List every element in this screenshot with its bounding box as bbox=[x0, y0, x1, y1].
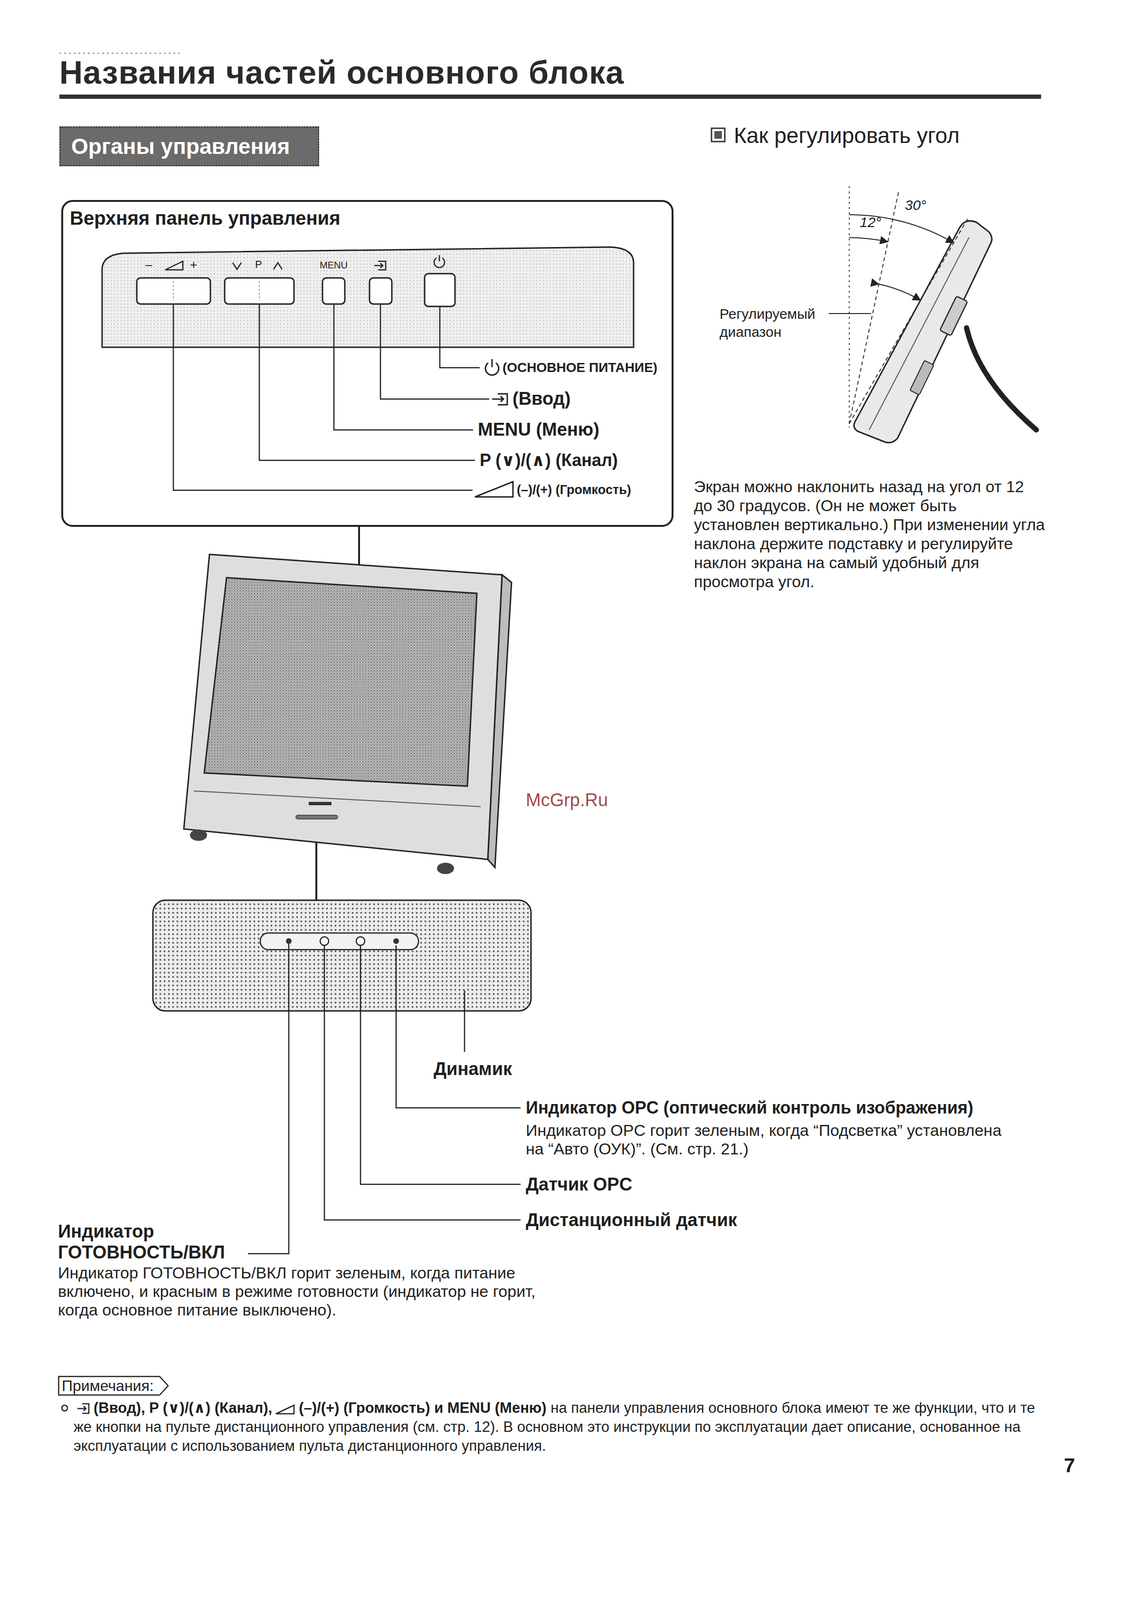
indicator-strip bbox=[260, 932, 419, 950]
up-chevron bbox=[273, 262, 283, 270]
body-text: Экран можно наклонить назад на угол от 1… bbox=[693, 476, 1046, 591]
part-name: (–)/(+) (Громкость) bbox=[516, 482, 632, 498]
button-divider bbox=[172, 281, 174, 301]
angle-arc bbox=[849, 237, 888, 242]
part-name: (Ввод) bbox=[512, 388, 571, 410]
angle-line bbox=[849, 218, 968, 424]
monitor-profile bbox=[853, 220, 992, 443]
part-name: Индикатор ГОТОВНОСТЬ/ВКЛ bbox=[57, 1220, 258, 1263]
control-panel bbox=[102, 246, 634, 348]
note-paragraph: (Ввод), P (∨)/(∧) (Канал), (–)/(+) (Громк… bbox=[73, 1398, 1038, 1456]
leader-line bbox=[464, 990, 466, 1052]
node-text: Верхняя панель управления bbox=[69, 207, 341, 229]
part-name: Дистанционный датчик bbox=[525, 1209, 738, 1232]
leader-line bbox=[360, 945, 521, 1185]
leader-line bbox=[247, 943, 289, 1254]
part-name: P (∨)/(∧) (Канал) bbox=[479, 449, 618, 471]
page-title: Названия частей основного блока bbox=[59, 53, 625, 93]
node-text: Органы управления bbox=[60, 127, 301, 165]
square-bullet bbox=[711, 128, 725, 142]
input-symbol bbox=[76, 1402, 91, 1415]
bullet bbox=[61, 1404, 68, 1411]
node-text: Примечания: bbox=[57, 1375, 169, 1396]
power-button bbox=[424, 273, 456, 307]
part-name: Индикатор OPC (оптический контроль изобр… bbox=[525, 1097, 974, 1118]
stand-leg bbox=[966, 327, 1037, 430]
ready-indicator bbox=[285, 938, 292, 944]
tv-front-strip bbox=[295, 815, 338, 819]
leader-line bbox=[828, 312, 872, 314]
power-symbol bbox=[485, 359, 499, 375]
leader-line bbox=[315, 842, 318, 901]
volume-symbol bbox=[275, 1403, 296, 1415]
leader-line bbox=[259, 303, 475, 461]
tv-logo bbox=[308, 801, 332, 806]
angle-value: 12° bbox=[859, 213, 882, 231]
body-text: Индикатор ГОТОВНОСТЬ/ВКЛ горит зеленым, … bbox=[57, 1263, 567, 1319]
title-rule bbox=[59, 94, 1042, 99]
stand-hinge bbox=[939, 295, 968, 336]
tv-frame bbox=[183, 554, 503, 860]
watermark: McGrp.Ru bbox=[525, 789, 608, 812]
leader-line bbox=[324, 945, 521, 1220]
opc-sensor bbox=[356, 936, 365, 946]
remote-sensor bbox=[320, 936, 329, 946]
body-text: Индикатор OPC горит зеленым, когда “Подс… bbox=[525, 1120, 1006, 1158]
leader-line bbox=[439, 306, 480, 368]
part-name: (ОСНОВНОЕ ПИТАНИЕ) bbox=[502, 359, 658, 376]
panel-marking: MENU bbox=[319, 259, 348, 271]
angle-line bbox=[849, 191, 899, 424]
square-bullet-fill bbox=[714, 131, 722, 139]
speaker-panel bbox=[152, 900, 532, 1011]
notes-tag: Примечания: bbox=[57, 1375, 170, 1396]
vertical-reference bbox=[848, 186, 850, 428]
volume-symbol bbox=[165, 261, 183, 270]
channel-button bbox=[224, 277, 294, 304]
part-name: Динамик bbox=[433, 1058, 513, 1081]
part-name: MENU (Меню) bbox=[477, 418, 600, 441]
down-chevron bbox=[232, 262, 242, 270]
tv-foot bbox=[436, 862, 455, 874]
section-heading: Как регулировать угол bbox=[733, 122, 960, 149]
monitor-back-line bbox=[869, 237, 969, 430]
input-symbol bbox=[492, 393, 508, 405]
side-connector bbox=[910, 360, 934, 396]
panel-marking: P bbox=[255, 258, 263, 271]
part-name: Датчик OPC bbox=[525, 1173, 633, 1196]
leader-line bbox=[173, 303, 473, 491]
page-number: 7 bbox=[1063, 1453, 1075, 1478]
range-arc bbox=[878, 284, 921, 301]
tv-bezel-line bbox=[193, 790, 481, 807]
leader-line bbox=[358, 526, 361, 565]
opc-indicator bbox=[393, 938, 399, 944]
range-label: Регулируемый диапазон bbox=[719, 304, 827, 342]
menu-button bbox=[322, 277, 345, 304]
input-button bbox=[369, 277, 392, 304]
panel-marking: + bbox=[189, 257, 198, 273]
tv-screen bbox=[204, 577, 477, 787]
dotted-rule bbox=[59, 52, 181, 54]
note-bold-text: (Ввод), P (∨)/(∧) (Канал), bbox=[93, 1399, 273, 1416]
button-divider bbox=[258, 281, 260, 301]
angle-value: 30° bbox=[904, 196, 927, 214]
power-symbol bbox=[434, 255, 445, 268]
input-symbol bbox=[374, 261, 386, 270]
note-bold-text: (–)/(+) (Громкость) и MENU (Меню) bbox=[298, 1399, 547, 1416]
section-band: Органы управления bbox=[59, 126, 320, 167]
panel-marking: – bbox=[145, 257, 152, 273]
volume-symbol bbox=[474, 481, 513, 497]
leader-line bbox=[396, 945, 521, 1108]
leader-line bbox=[333, 303, 474, 430]
tv-foot bbox=[189, 829, 208, 841]
leader-line bbox=[380, 303, 490, 399]
volume-button bbox=[136, 277, 211, 304]
